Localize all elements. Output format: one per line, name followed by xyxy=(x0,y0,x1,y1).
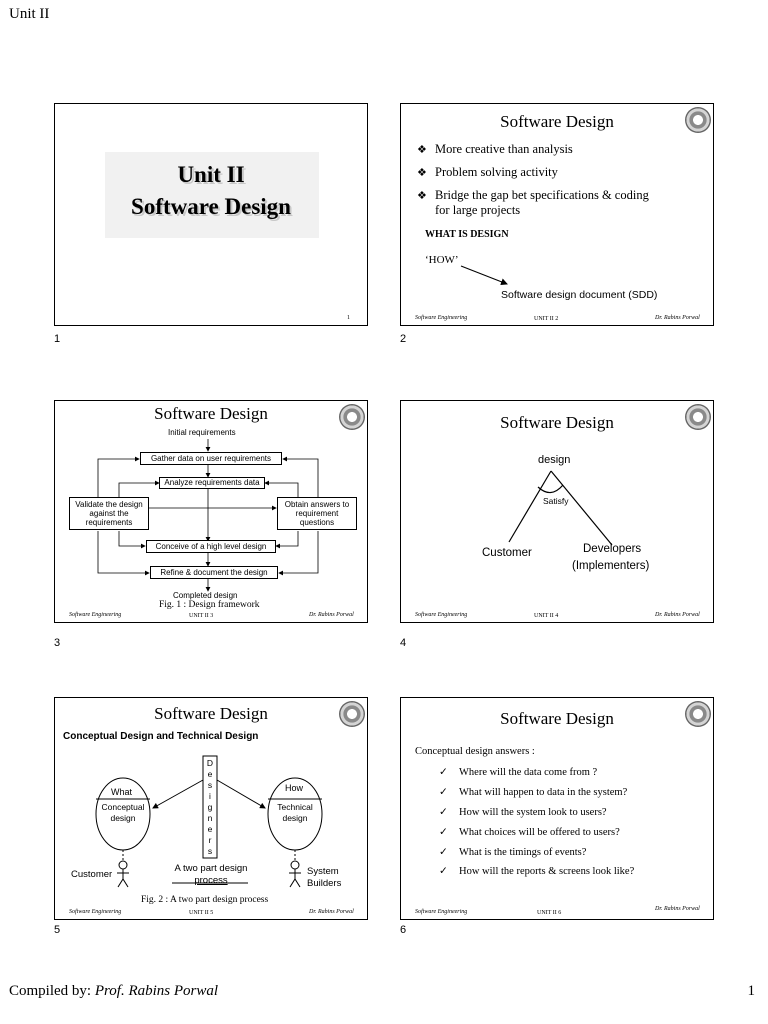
slide-3-initial: Initial requirements xyxy=(168,428,236,437)
slide-4-triangle xyxy=(508,470,613,546)
compiled-by-prefix: Compiled by: xyxy=(9,983,92,999)
slide-5-caption: Fig. 2 : A two part design process xyxy=(141,895,269,905)
slide-2: Software Design ❖More creative than anal… xyxy=(400,103,714,326)
slide-2-bullet-1: ❖More creative than analysis xyxy=(417,142,573,156)
slide-6-question-1: ✓Where will the data come from ? xyxy=(439,767,598,778)
slide-4-developers: Developers xyxy=(583,543,642,555)
slide-4-satisfy: Satisfy xyxy=(543,496,569,506)
slide-5-number: 5 xyxy=(54,924,61,936)
slide-6-question-6: ✓How will the reports & screens look lik… xyxy=(439,866,635,877)
slide-6-footer-mid: UNIT II 6 xyxy=(537,910,562,916)
slide-6-footer-right: Dr. Rabins Porwal xyxy=(655,906,700,912)
slide-6-title: Software Design xyxy=(500,709,614,728)
slide-1-title-shadow xyxy=(105,152,319,238)
slide-2-title: Software Design xyxy=(500,112,614,131)
slide-1: Unit II Software Design 1 xyxy=(54,103,368,326)
college-emblem-icon xyxy=(339,701,365,727)
slide-3-caption: Fig. 1 : Design framework xyxy=(159,600,260,610)
slide-3: Software Design Initial requirements Gat… xyxy=(54,400,368,623)
slide-6-number: 6 xyxy=(400,924,407,936)
compiled-by-name: Prof. Rabins Porwal xyxy=(94,983,219,999)
slide-4-customer: Customer xyxy=(482,547,532,559)
slide-2-number: 2 xyxy=(400,333,407,345)
slide-6-question-4: ✓What choices will be offered to users? xyxy=(439,827,620,838)
slide-5-subtitle: Conceptual Design and Technical Design xyxy=(63,731,259,742)
slide-2-bullet-2: ❖Problem solving activity xyxy=(417,165,558,179)
slide-4-footer-mid: UNIT II 4 xyxy=(534,613,559,619)
slide-4: Software Design design Satisfy Customer … xyxy=(400,400,714,623)
slide-3-title: Software Design xyxy=(154,404,268,423)
slide-4-implementers: (Implementers) xyxy=(572,560,650,572)
page-number: 1 xyxy=(747,983,756,999)
slide-5-diagram xyxy=(95,755,323,888)
slide-2-subheading: WHAT IS DESIGN xyxy=(425,229,509,240)
slide-6-question-5: ✓What is the timings of events? xyxy=(439,847,587,858)
slide-2-how: ‘HOW’ xyxy=(425,254,459,266)
slide-2-footer-right: Dr. Rabins Porwal xyxy=(655,315,700,321)
slide-5: Software Design Conceptual Design and Te… xyxy=(54,697,368,920)
slide-5-title: Software Design xyxy=(154,704,268,723)
slide-4-design: design xyxy=(538,454,571,466)
page-header: Unit II xyxy=(9,6,50,22)
slide-5-footer-left: Software Engineering xyxy=(69,909,122,915)
slide-5-how: How xyxy=(285,783,304,793)
college-emblem-icon xyxy=(339,404,365,430)
slide-3-footer-right: Dr. Rabins Porwal xyxy=(309,612,354,618)
slide-5-footer-mid: UNIT II 5 xyxy=(189,910,214,916)
slide-6-question-3: ✓How will the system look to users? xyxy=(439,807,607,818)
slide-1-inner-number: 1 xyxy=(347,315,350,321)
slide-3-footer-left: Software Engineering xyxy=(69,612,122,618)
compiled-by: Compiled by: Prof. Rabins Porwal xyxy=(9,983,218,1000)
slide-6-footer-left: Software Engineering xyxy=(415,909,468,915)
slide-1-title-line1: Unit II xyxy=(177,162,245,187)
slide-4-footer-right: Dr. Rabins Porwal xyxy=(655,612,700,618)
slide-6-intro: Conceptual design answers : xyxy=(415,746,535,757)
slide-2-bullet-3-cont: for large projects xyxy=(435,203,521,217)
slide-5-what: What xyxy=(111,787,133,797)
slide-3-gather: Gather data on user requirements xyxy=(140,452,282,465)
slide-5-footer-right: Dr. Rabins Porwal xyxy=(309,909,354,915)
slide-2-arrow xyxy=(460,265,508,286)
slide-3-conceive: Conceive of a high level design xyxy=(146,540,276,553)
slide-1-number: 1 xyxy=(54,333,61,345)
slide-4-footer-left: Software Engineering xyxy=(415,612,468,618)
slide-2-footer-mid: UNIT II 2 xyxy=(534,316,559,322)
slide-3-completed: Completed design xyxy=(173,591,238,600)
slide-3-number: 3 xyxy=(54,637,61,649)
slide-4-number: 4 xyxy=(400,637,407,649)
college-emblem-icon xyxy=(685,404,711,430)
slide-6: Software Design Conceptual design answer… xyxy=(400,697,714,920)
slide-4-title: Software Design xyxy=(500,413,614,432)
slide-2-footer-left: Software Engineering xyxy=(415,315,468,321)
college-emblem-icon xyxy=(685,107,711,133)
slide-2-sdd: Software design document (SDD) xyxy=(501,289,658,301)
slide-6-question-2: ✓What will happen to data in the system? xyxy=(439,787,628,798)
slide-3-analyze: Analyze requirements data xyxy=(159,477,265,489)
slide-3-refine: Refine & document the design xyxy=(150,566,278,579)
slide-5-customer: Customer xyxy=(71,869,113,880)
slide-1-title-line2: Software Design xyxy=(131,194,291,219)
college-emblem-icon xyxy=(685,701,711,727)
slide-3-footer-mid: UNIT II 3 xyxy=(189,613,214,619)
slide-2-bullet-3: ❖Bridge the gap bet specifications & cod… xyxy=(417,188,649,202)
